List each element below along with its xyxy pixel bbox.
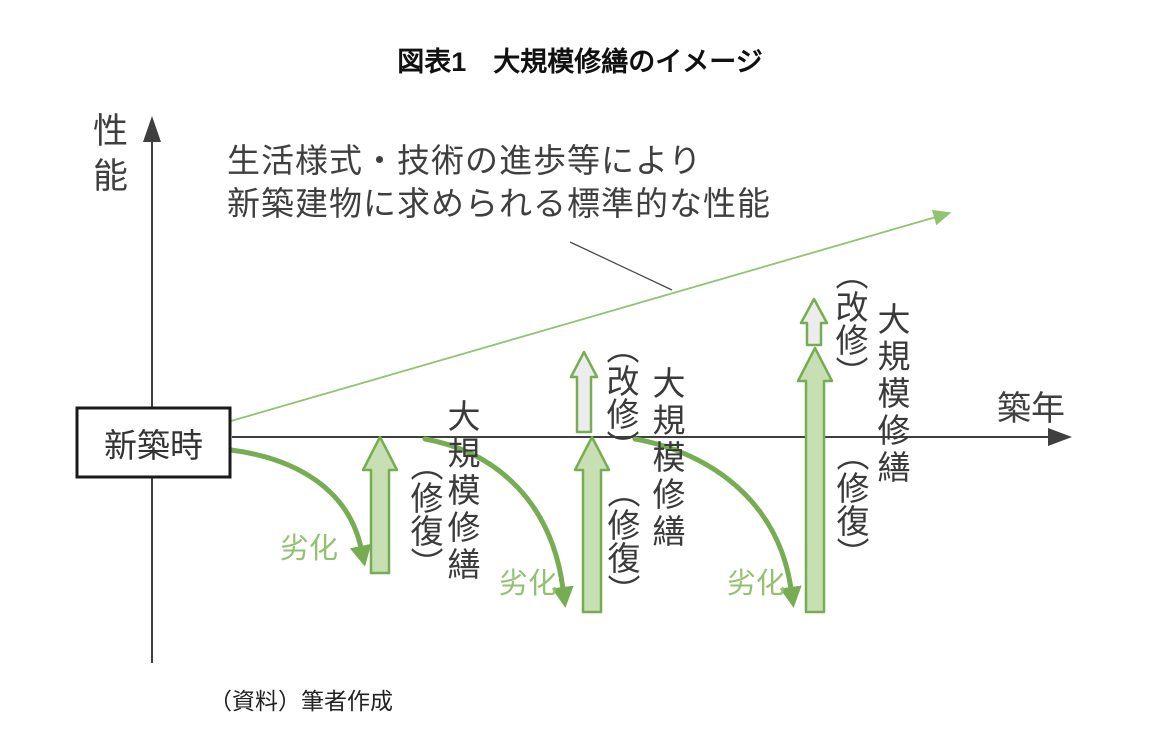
- renovation-label-3: （改修）: [831, 257, 868, 389]
- deterioration-label-2: 劣化: [499, 568, 558, 600]
- restore-label-3: （修復）: [832, 438, 869, 570]
- trend-annotation-line1: 生活様式・技術の進歩等により: [227, 142, 703, 179]
- renovation-arrow-3: [799, 297, 829, 347]
- restore-label-2: （修復）: [603, 475, 640, 607]
- trend-line: [230, 209, 952, 422]
- annotation-leader-line: [569, 241, 673, 291]
- repair-label-3: 大規模修繕: [873, 302, 910, 487]
- deterioration-curve-2: [422, 436, 574, 608]
- x-axis-label: 築年: [997, 390, 1065, 428]
- deterioration-curve-3: [632, 436, 802, 608]
- origin-box-label: 新築時: [104, 426, 203, 464]
- repair-label-2: 大規模修繕: [648, 366, 685, 551]
- restore-label-1: （修復）: [406, 448, 443, 580]
- trend-annotation-line2: 新築建物に求められる標準的な性能: [227, 185, 771, 222]
- source-caption: （資料）筆者作成: [209, 688, 393, 714]
- x-axis-arrowhead-icon: [1048, 428, 1072, 446]
- deterioration-label-1: 劣化: [280, 533, 339, 565]
- origin-box: [75, 406, 232, 479]
- deterioration-label-3: 劣化: [727, 568, 786, 600]
- repair-arrow-3: [796, 346, 834, 614]
- repair-label-1: 大規模修繕: [443, 399, 480, 584]
- repair-arrow-1: [361, 435, 399, 575]
- y-axis-arrowhead-icon: [143, 116, 161, 142]
- page-title: 図表1 大規模修繕のイメージ: [397, 47, 763, 77]
- renovation-label-2: （改修）: [602, 331, 639, 463]
- deterioration-curve-1: [228, 447, 372, 567]
- repair-arrow-2: [573, 435, 611, 614]
- y-axis-label: 性能: [88, 112, 127, 202]
- renovation-arrow-2: [569, 350, 599, 434]
